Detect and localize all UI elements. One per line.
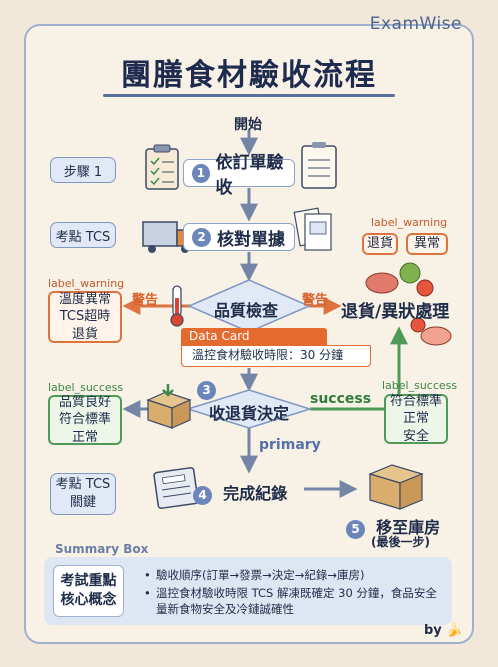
step-2-label: 核對單據 [217,229,285,250]
tcs-key-line1: 考點 TCS [55,477,111,493]
warning-edge-left: 警告 [132,293,159,308]
food-icon [365,262,452,346]
warning-edge-right: 警告 [302,293,329,308]
warning-tag-top-right: label_warning [371,216,448,229]
step-1-label: 依訂單驗收 [215,153,284,198]
step-4-label: 完成紀錄 [223,484,288,503]
side-label-tcs: 考點 TCS [50,222,116,248]
step-1-box: 1 依訂單驗收 [183,153,295,198]
warning-abnormal-box: 異常 [406,233,448,255]
step-4-number: 4 [193,485,212,505]
start-label: 開始 [234,117,262,133]
step-5-sub: (最後一步) [371,535,430,549]
success-left-line1: 品質良好 [58,394,111,410]
step-2-box: 2 核對單據 [183,223,295,251]
step-3-number-badge: 3 [197,379,216,400]
clipboard-icon [145,144,179,190]
success-left-line3: 正常 [71,429,98,445]
warning-left-line2: TCS超時 [59,309,111,325]
success-right-box: 符合標準 正常 安全 [384,394,448,444]
data-card-header: Data Card [181,328,327,345]
box-icon [146,384,192,429]
step-4-box: 4 完成紀錄 [193,480,287,505]
success-tag-left: label_success [48,381,124,394]
step-2-number: 2 [192,227,211,247]
data-card-body: 溫控食材驗收時限：30 分鐘 [181,345,371,367]
reject-handling-label: 退貨/異狀處理 [341,302,450,322]
step-5-box: 5 移至庫房 [346,514,440,539]
step3-diamond [185,389,313,429]
warning-left-line1: 溫度異常 [58,291,111,307]
success-right-line3: 安全 [402,428,429,444]
warning-return-box: 退貨 [362,233,398,255]
success-right-line2: 正常 [402,411,429,427]
page-title: 團膳食材驗收流程 [121,58,377,93]
success-left-box: 品質良好 符合標準 正常 [48,395,122,445]
success-edge-label: success [310,391,372,407]
notebook-icon [153,467,199,509]
qc-label: 品質檢查 [214,301,279,320]
warning-abnormal-text: 異常 [413,236,440,252]
tcs-key-line2: 關鍵 [69,495,96,510]
summary-item: 溫控食材驗收時限 TCS 解凍既確定 30 分鐘，食品安全量新食物安全及冷鏈誠確… [144,585,444,617]
summary-box: 考試重點 核心概念 驗收順序(訂單→發票→決定→紀錄→庫房) 溫控食材驗收時限 … [44,557,452,625]
summary-key-box: 考試重點 核心概念 [53,565,124,617]
side-label-tcs-key: 考點 TCS 關鍵 [50,473,116,515]
warning-left-box: 溫度異常 TCS超時 退貨 [48,291,122,343]
step-5-number: 5 [346,519,365,539]
summary-title: Summary Box [55,542,149,556]
warning-return-text: 退貨 [366,236,393,252]
footer-credit: by 🍌 [424,623,463,638]
summary-key-line2: 核心概念 [60,592,117,608]
thermometer-icon [170,285,184,327]
title-underline [103,94,395,97]
documents-icon [293,207,332,251]
summary-item: 驗收順序(訂單→發票→決定→紀錄→庫房) [144,567,444,583]
step-5-label: 移至庫房 [376,518,441,537]
success-right-line1: 符合標準 [389,393,442,409]
checklist-icon [301,142,337,189]
primary-edge-label: primary [259,437,321,453]
step-3-label: 收退貨決定 [209,404,290,423]
brand-logo: ExamWise [369,14,462,34]
step-1-number: 1 [192,163,210,183]
storage-box-icon [368,464,424,510]
warning-tag-left: label_warning [48,277,125,290]
step-3-number: 3 [197,380,216,400]
success-tag-right: label_success [382,379,458,392]
summary-list: 驗收順序(訂單→發票→決定→紀錄→庫房) 溫控食材驗收時限 TCS 解凍既確定 … [144,567,444,619]
warning-left-line3: 退貨 [71,326,98,342]
success-left-line2: 符合標準 [58,412,111,428]
summary-key-line1: 考試重點 [60,573,117,590]
side-label-step1: 步驟 1 [50,157,116,183]
